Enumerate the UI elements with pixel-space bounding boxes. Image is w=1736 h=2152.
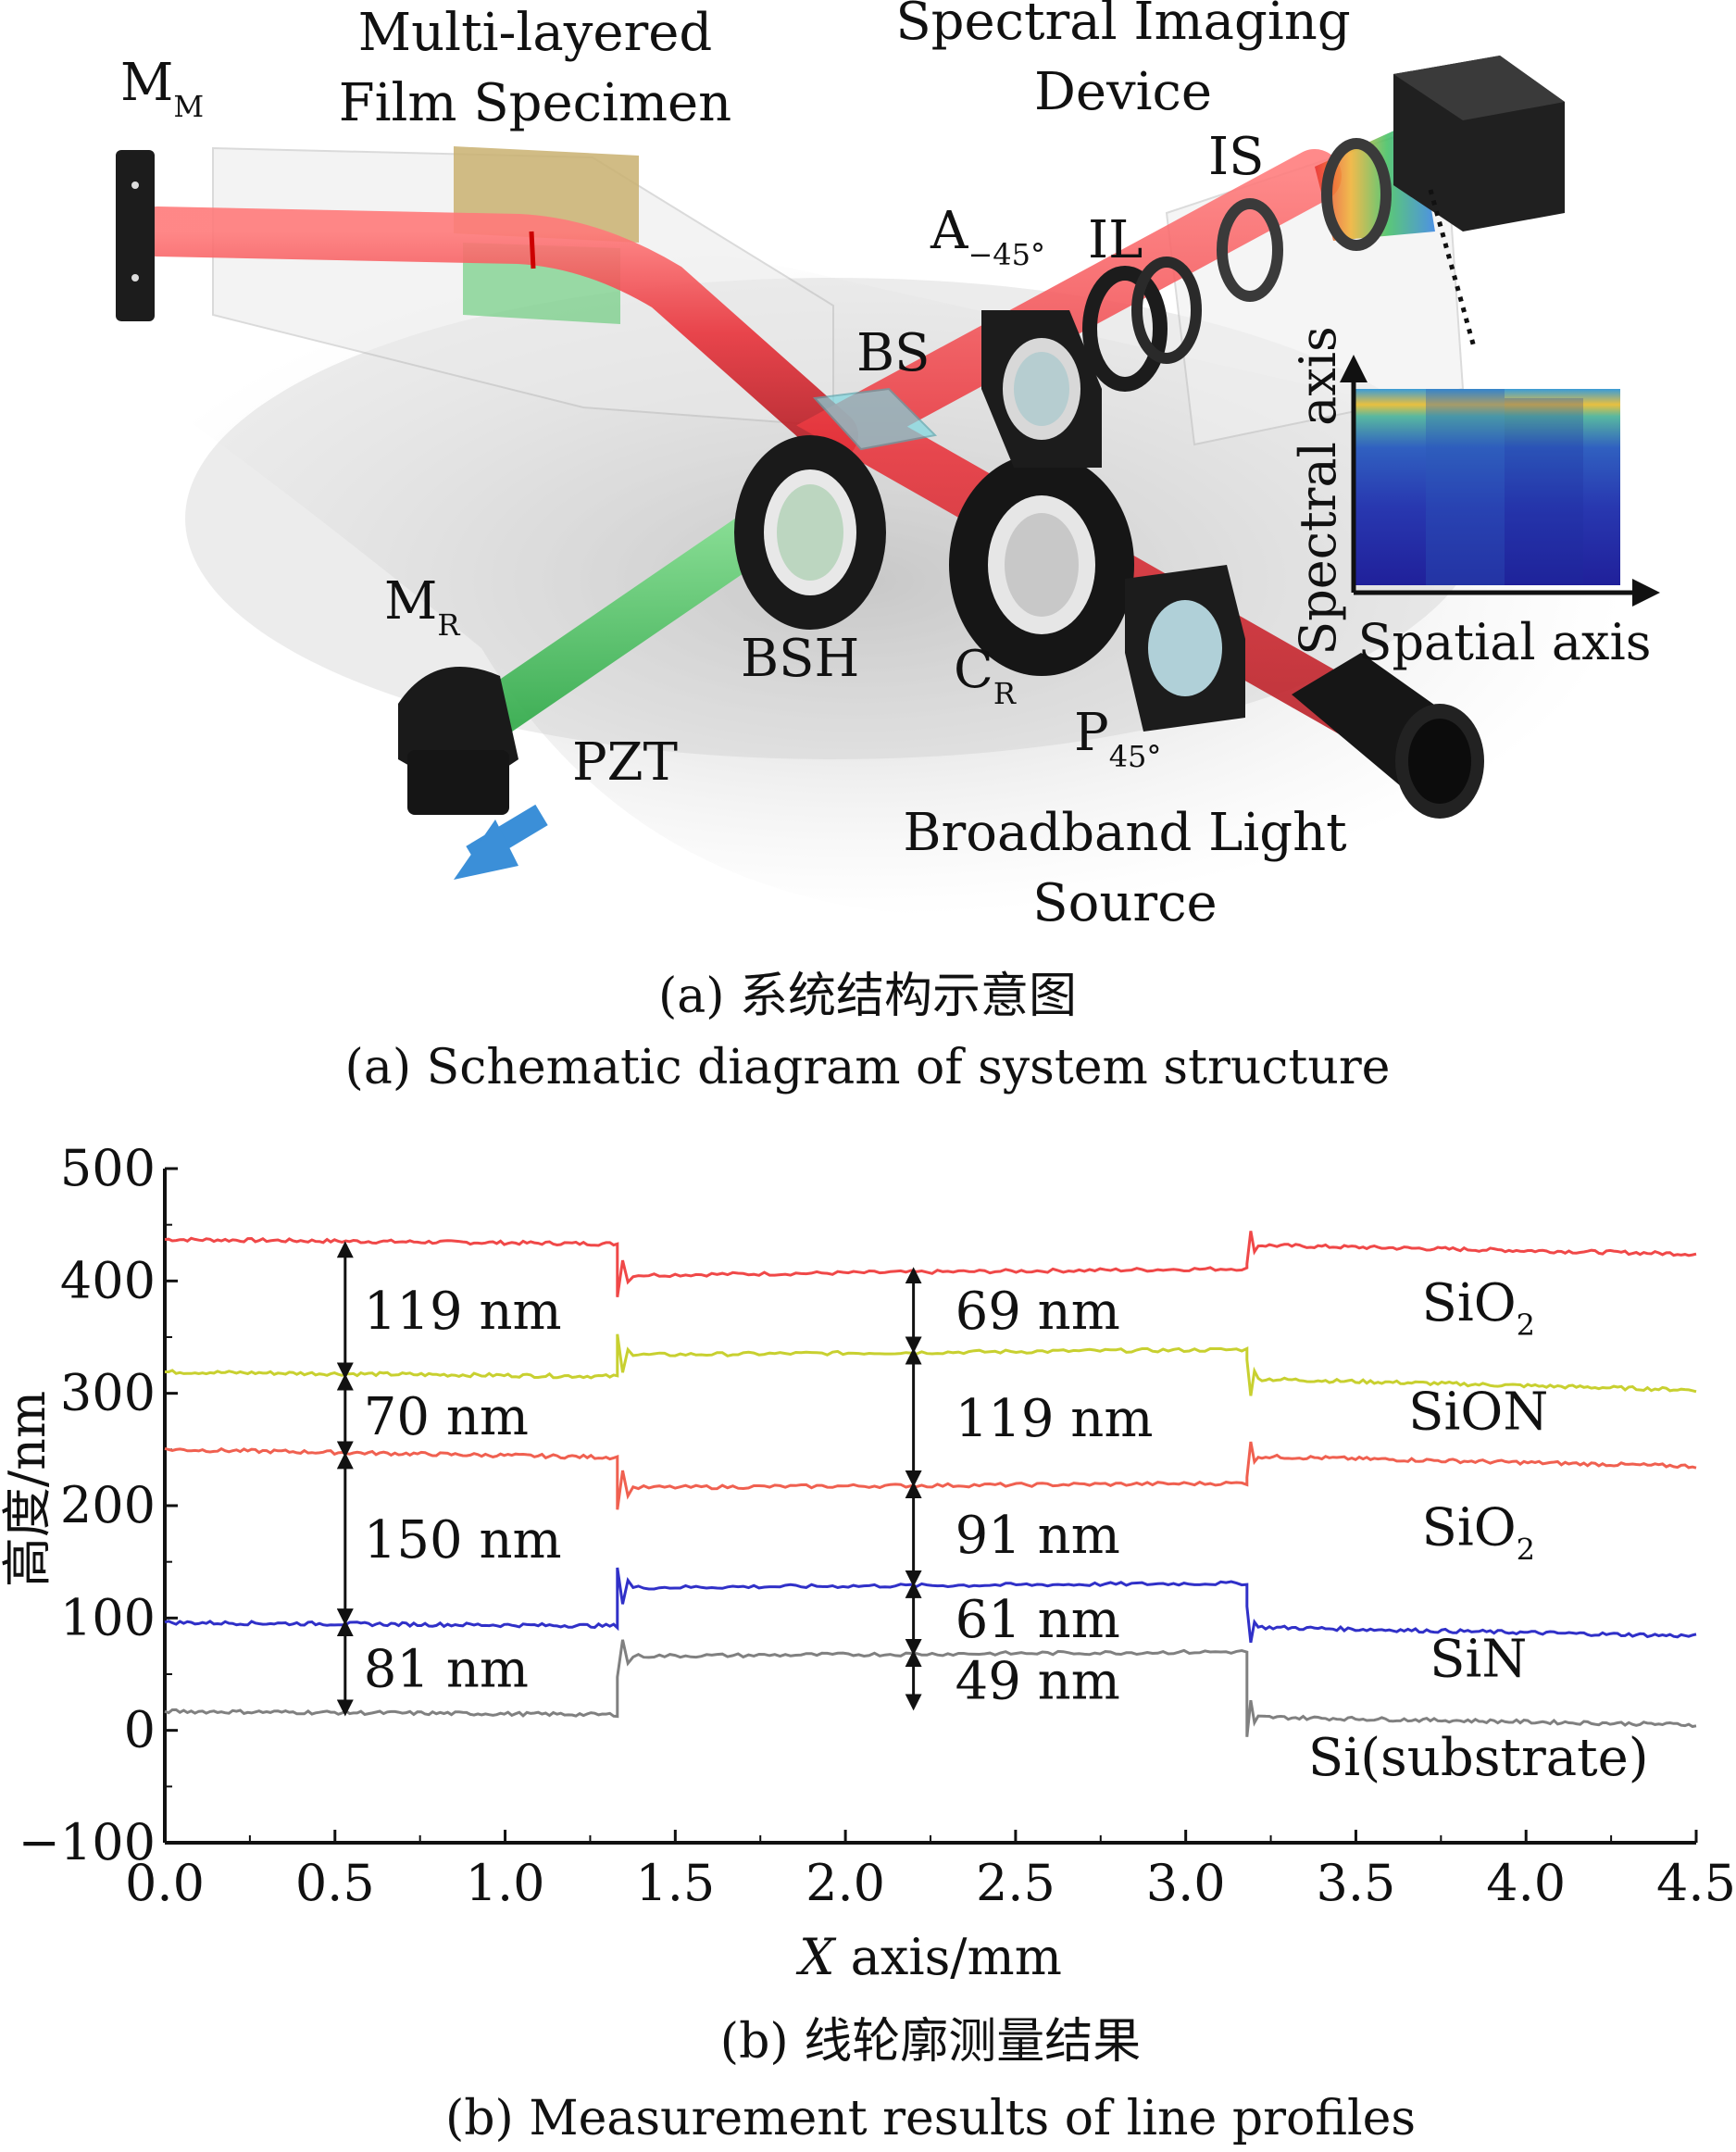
y-tick-label: 0 [124, 1701, 156, 1759]
profile-line [164, 1231, 1697, 1298]
spectral-imaging-camera [1393, 56, 1565, 231]
beam-splitter-holder [734, 435, 886, 630]
thickness-label: 70 nm [364, 1387, 529, 1447]
layer-label: SiO2 [1421, 1497, 1535, 1567]
line-profile-chart: 0.0 0.5 1.0 1.5 2.0 2.5 3.0 3.5 4.0 4.5 500 400 300 2… [0, 1139, 1736, 1986]
profile-line [164, 1441, 1697, 1510]
y-tick-label: 400 [60, 1251, 156, 1309]
x-tick-label: 4.5 [1656, 1854, 1736, 1912]
x-tick-label: 2.0 [806, 1854, 885, 1912]
chart-annotations: 119 nm 70 nm 150 nm 81 nm 69 nm 119 nm 91 nm 61… [336, 1241, 1649, 1788]
caption-b-zh: (b) 线轮廓测量结果 [720, 2014, 1141, 2070]
thickness-label: 150 nm [364, 1510, 562, 1570]
polarizer-mount [1125, 565, 1245, 732]
caption-b-en: (b) Measurement results of line profiles [445, 2091, 1416, 2146]
imaging-spectrograph [1217, 138, 1392, 302]
camera-dotted-guide [1428, 189, 1477, 348]
profile-line [165, 1333, 1697, 1396]
mirror-mm [116, 150, 155, 321]
reference-mirror-pzt [398, 667, 518, 815]
profile-line [164, 1567, 1697, 1644]
label-spatial-axis: Spatial axis [1358, 613, 1652, 671]
imaging-lens [1082, 256, 1202, 392]
analyzer-mount [981, 310, 1102, 468]
y-tick-label: 200 [60, 1476, 156, 1534]
label-mm: MM [120, 53, 204, 124]
thickness-label: 49 nm [955, 1652, 1120, 1712]
label-mr: MR [384, 571, 460, 643]
x-tick-label: 0.5 [295, 1854, 375, 1912]
spectral-image-inset [1340, 355, 1660, 607]
label-cr: CR [954, 640, 1017, 711]
label-light-1: Broadband Light [903, 803, 1347, 863]
layer-label: Si(substrate) [1308, 1728, 1649, 1788]
x-tick-label: 3.0 [1146, 1854, 1226, 1912]
specimen-focus-mark [529, 231, 536, 269]
x-tick-label: 1.5 [635, 1854, 715, 1912]
chart-series-group [164, 1231, 1697, 1737]
chart-ylabel: 高度/nm [0, 1391, 56, 1587]
chart-xlabel: X axis/mm [795, 1928, 1062, 1986]
thickness-label: 91 nm [955, 1506, 1120, 1566]
x-tick-label: 0.0 [125, 1854, 205, 1912]
thickness-label: 69 nm [955, 1282, 1120, 1342]
pzt-motion-arrow [454, 804, 548, 880]
schematic-diagram: MM Multi-layered Film Specimen Spectral … [93, 0, 1660, 933]
label-specimen-1: Multi-layered [358, 3, 712, 63]
label-spectral-axis: Spectral axis [1289, 326, 1347, 656]
x-tick-label: 3.5 [1316, 1854, 1395, 1912]
caption-a-zh: (a) 系统结构示意图 [658, 969, 1077, 1024]
label-bs: BS [856, 323, 930, 383]
x-tick-label: 4.0 [1486, 1854, 1566, 1912]
layer-label: SiO2 [1421, 1273, 1535, 1343]
caption-a-en: (a) Schematic diagram of system structur… [345, 1040, 1391, 1095]
broadband-light-source [1292, 653, 1484, 819]
label-spectral-2: Device [1034, 62, 1212, 122]
thickness-label: 119 nm [955, 1389, 1154, 1449]
label-bsh: BSH [741, 629, 859, 689]
y-tick-label: 300 [60, 1364, 156, 1422]
red-beam-measurement-arm [132, 206, 858, 460]
thickness-label: 61 nm [955, 1590, 1120, 1650]
x-tick-label: 1.0 [466, 1854, 545, 1912]
label-polarizer: P45° [1074, 703, 1161, 774]
label-pzt: PZT [572, 732, 678, 793]
thickness-label: 119 nm [364, 1282, 562, 1342]
y-tick-label: 100 [60, 1588, 156, 1646]
layer-label: SiN [1430, 1629, 1527, 1689]
label-is: IS [1208, 127, 1264, 187]
x-tick-label: 2.5 [976, 1854, 1055, 1912]
thickness-label: 81 nm [364, 1639, 529, 1699]
label-spectral-1: Spectral Imaging [895, 0, 1350, 52]
profile-line [164, 1639, 1697, 1737]
chart-axes: 0.0 0.5 1.0 1.5 2.0 2.5 3.0 3.5 4.0 4.5 500 400 300 2… [19, 1139, 1736, 1912]
label-il: IL [1088, 210, 1143, 270]
compensator-mount [949, 454, 1134, 676]
y-tick-label: 500 [60, 1139, 156, 1197]
y-tick-label: −100 [19, 1813, 156, 1871]
label-light-2: Source [1032, 873, 1217, 933]
label-specimen-2: Film Specimen [339, 73, 732, 133]
label-analyzer: A−45° [930, 201, 1045, 272]
beam-splitter-cube [812, 387, 938, 451]
layer-label: SiON [1408, 1382, 1548, 1442]
